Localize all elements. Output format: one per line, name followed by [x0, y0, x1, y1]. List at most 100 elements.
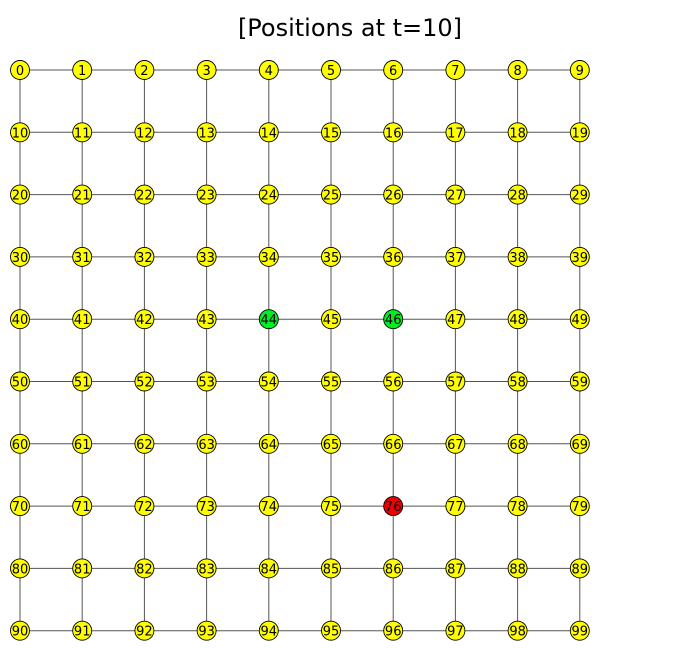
grid-node: 28: [507, 184, 528, 205]
grid-node-label: 0: [16, 64, 24, 79]
grid-node-label: 11: [74, 126, 91, 141]
grid-node: 53: [196, 371, 217, 392]
grid-node-label: 53: [198, 376, 215, 391]
grid-node-circle: [445, 122, 466, 143]
grid-node-circle: [383, 122, 404, 143]
grid-node: 24: [258, 184, 279, 205]
grid-node-label: 45: [323, 313, 340, 328]
grid-node: 23: [196, 184, 217, 205]
grid-node-label: 37: [447, 251, 464, 266]
grid-node-circle: [196, 620, 217, 641]
grid-node: 11: [72, 122, 93, 143]
grid-node-circle: [445, 60, 466, 80]
grid-node-label: 87: [447, 562, 464, 577]
grid-node: 18: [507, 122, 528, 143]
grid-node-label: 91: [74, 625, 91, 640]
grid-node-circle: [321, 433, 341, 454]
grid-node-label: 61: [74, 438, 91, 453]
grid-node-label: 27: [447, 189, 464, 204]
grid-node: 59: [569, 371, 590, 392]
grid-node-label: 86: [385, 562, 402, 577]
grid-node: 70: [10, 496, 30, 517]
grid-node-circle: [445, 309, 466, 330]
grid-node: 84: [258, 558, 279, 579]
grid-node-label: 73: [198, 500, 215, 515]
grid-node-circle: [507, 246, 528, 267]
grid-node-label: 18: [509, 126, 526, 141]
grid-node: 75: [321, 496, 341, 517]
grid-node: 2: [134, 60, 155, 80]
grid-node: 67: [445, 433, 466, 454]
grid-node-label: 4: [265, 64, 273, 79]
grid-node-label: 7: [451, 64, 459, 79]
grid-node-label: 22: [136, 189, 153, 204]
grid-node-label: 14: [261, 126, 278, 141]
grid-node-circle: [383, 433, 404, 454]
grid-node-label: 79: [572, 500, 589, 515]
grid-node-circle: [258, 496, 279, 517]
grid-node-circle: [507, 496, 528, 517]
grid-node-label: 40: [12, 313, 29, 328]
grid-node-label: 24: [261, 189, 278, 204]
grid-node-label: 81: [74, 562, 91, 577]
grid-node: 76: [383, 496, 404, 517]
grid-node-circle: [134, 309, 155, 330]
grid-node-circle: [196, 496, 217, 517]
grid-node-circle: [72, 309, 93, 330]
grid-node: 35: [321, 246, 341, 267]
grid-node-circle: [258, 433, 279, 454]
grid-node: 77: [445, 496, 466, 517]
grid-node-label: 63: [198, 438, 215, 453]
grid-node-circle: [258, 620, 279, 641]
grid-node-circle: [134, 184, 155, 205]
grid-node-label: 5: [327, 64, 335, 79]
grid-node: 25: [321, 184, 341, 205]
grid-node-label: 93: [198, 625, 215, 640]
grid-node-circle: [569, 60, 590, 80]
grid-node-label: 19: [572, 126, 589, 141]
grid-node-label: 23: [198, 189, 215, 204]
grid-node: 55: [321, 371, 341, 392]
grid-node: 97: [445, 620, 466, 641]
grid-node-label: 64: [261, 438, 278, 453]
grid-node-circle: [196, 184, 217, 205]
grid-node-circle: [196, 60, 217, 80]
grid-node-circle: [72, 246, 93, 267]
grid-node: 74: [258, 496, 279, 517]
grid-node-label: 60: [12, 438, 29, 453]
grid-node-circle: [72, 620, 93, 641]
grid-node-label: 31: [74, 251, 91, 266]
diagram-title: [Positions at t=10]: [237, 14, 463, 42]
grid-node-label: 16: [385, 126, 402, 141]
grid-node-label: 98: [509, 625, 526, 640]
grid-node-label: 48: [509, 313, 526, 328]
grid-node-circle: [445, 371, 466, 392]
grid-node-label: 44: [261, 313, 278, 328]
grid-node: 52: [134, 371, 155, 392]
grid-node: 91: [72, 620, 93, 641]
grid-node-circle: [72, 122, 93, 143]
grid-node-label: 9: [576, 64, 584, 79]
grid-node: 38: [507, 246, 528, 267]
grid-node: 1: [72, 60, 93, 80]
grid-node-circle: [383, 309, 404, 330]
grid-node-label: 3: [202, 64, 210, 79]
grid-node-label: 50: [12, 376, 29, 391]
grid-node-circle: [10, 620, 30, 641]
grid-node-circle: [321, 309, 341, 330]
grid-node: 4: [258, 60, 279, 80]
grid-node-label: 41: [74, 313, 91, 328]
grid-node: 45: [321, 309, 341, 330]
grid-node-label: 6: [389, 64, 397, 79]
grid-node: 42: [134, 309, 155, 330]
grid-node-label: 57: [447, 376, 464, 391]
grid-node-label: 33: [198, 251, 215, 266]
grid-node: 93: [196, 620, 217, 641]
grid-node-label: 82: [136, 562, 153, 577]
grid-node-circle: [72, 496, 93, 517]
grid-node-circle: [507, 371, 528, 392]
grid-node-circle: [134, 371, 155, 392]
grid-node: 13: [196, 122, 217, 143]
grid-node: 51: [72, 371, 93, 392]
